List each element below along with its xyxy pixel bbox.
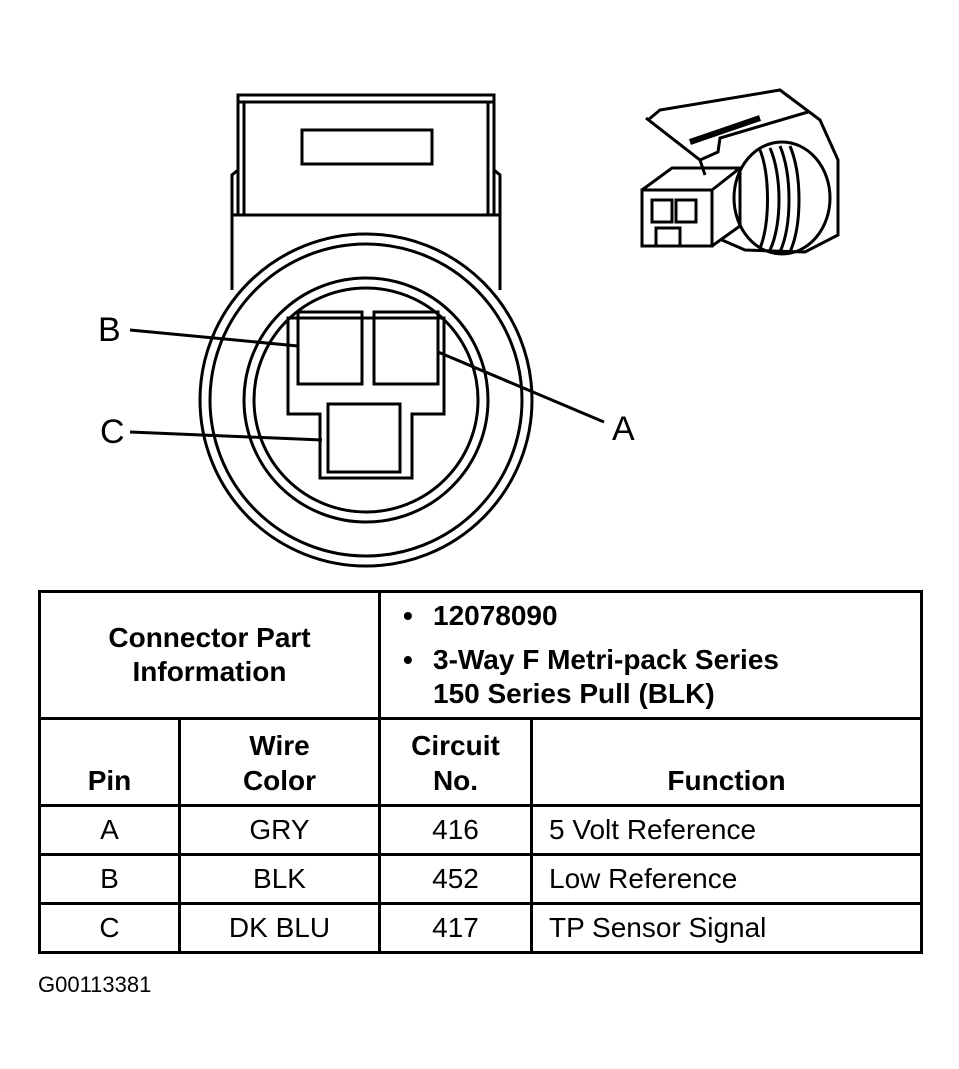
part-info-heading-line-2: Information — [132, 656, 287, 687]
pin-label-b: B — [98, 311, 121, 349]
part-info-details: • 12078090 • 3-Way F Metri-pack Series 1… — [377, 590, 924, 720]
header-wire-color-line-2: Color — [242, 765, 317, 796]
latch-housing — [236, 93, 496, 217]
header-wire-color: Wire Color — [178, 717, 381, 807]
part-number: 12078090 — [433, 600, 558, 631]
pin-label-a: A — [612, 410, 635, 448]
wire-color-cell: BLK — [178, 853, 381, 905]
outer-ring — [198, 232, 534, 568]
function-cell: TP Sensor Signal — [529, 902, 924, 954]
pin-cell: B — [38, 853, 181, 905]
part-series-continuation: 150 Series Pull (BLK) — [433, 678, 715, 709]
pin-cavity — [286, 316, 446, 480]
header-function: Function — [529, 717, 924, 807]
wire-color-cell: GRY — [178, 804, 381, 856]
pin-cell: A — [38, 804, 181, 856]
part-info-heading-line-1: Connector Part — [108, 622, 311, 653]
header-circuit-no-line-1: Circuit — [411, 730, 500, 761]
leader-line-c — [129, 430, 323, 442]
circuit-cell: 417 — [378, 902, 533, 954]
bullet-icon: • — [403, 644, 413, 675]
bullet-icon: • — [403, 600, 413, 631]
column-header-row: Pin Wire Color Circuit No. Function — [38, 717, 924, 807]
leader-line-a — [437, 350, 605, 424]
header-circuit-no-line-2: No. — [432, 765, 479, 796]
function-cell: Low Reference — [529, 853, 924, 905]
connector-info-table: Connector Part Information • 12078090 • … — [38, 590, 924, 954]
header-wire-color-line-1: Wire — [249, 730, 310, 761]
connector-3d-view — [640, 88, 840, 256]
part-series-line: • 3-Way F Metri-pack Series — [403, 643, 920, 677]
table-row: B BLK 452 Low Reference — [38, 853, 924, 905]
part-series: 3-Way F Metri-pack Series — [433, 644, 779, 675]
connector-diagram — [129, 88, 840, 568]
terminal-a — [372, 310, 440, 386]
part-info-row: Connector Part Information • 12078090 • … — [38, 590, 924, 720]
circuit-cell: 452 — [378, 853, 533, 905]
part-number-line: • 12078090 — [403, 599, 920, 633]
terminal-c — [326, 402, 402, 474]
header-pin: Pin — [38, 717, 181, 807]
connector-face-view — [129, 93, 605, 568]
leader-line-b — [129, 328, 299, 348]
pin-label-c: C — [100, 413, 125, 451]
terminal-b — [296, 310, 364, 386]
header-circuit-no: Circuit No. — [378, 717, 533, 807]
part-info-heading: Connector Part Information — [38, 590, 381, 720]
function-cell: 5 Volt Reference — [529, 804, 924, 856]
table-row: A GRY 416 5 Volt Reference — [38, 804, 924, 856]
pin-cell: C — [38, 902, 181, 954]
table-row: C DK BLU 417 TP Sensor Signal — [38, 902, 924, 954]
circuit-cell: 416 — [378, 804, 533, 856]
wire-color-cell: DK BLU — [178, 902, 381, 954]
figure-id: G00113381 — [38, 972, 152, 997]
latch-window — [300, 128, 434, 166]
